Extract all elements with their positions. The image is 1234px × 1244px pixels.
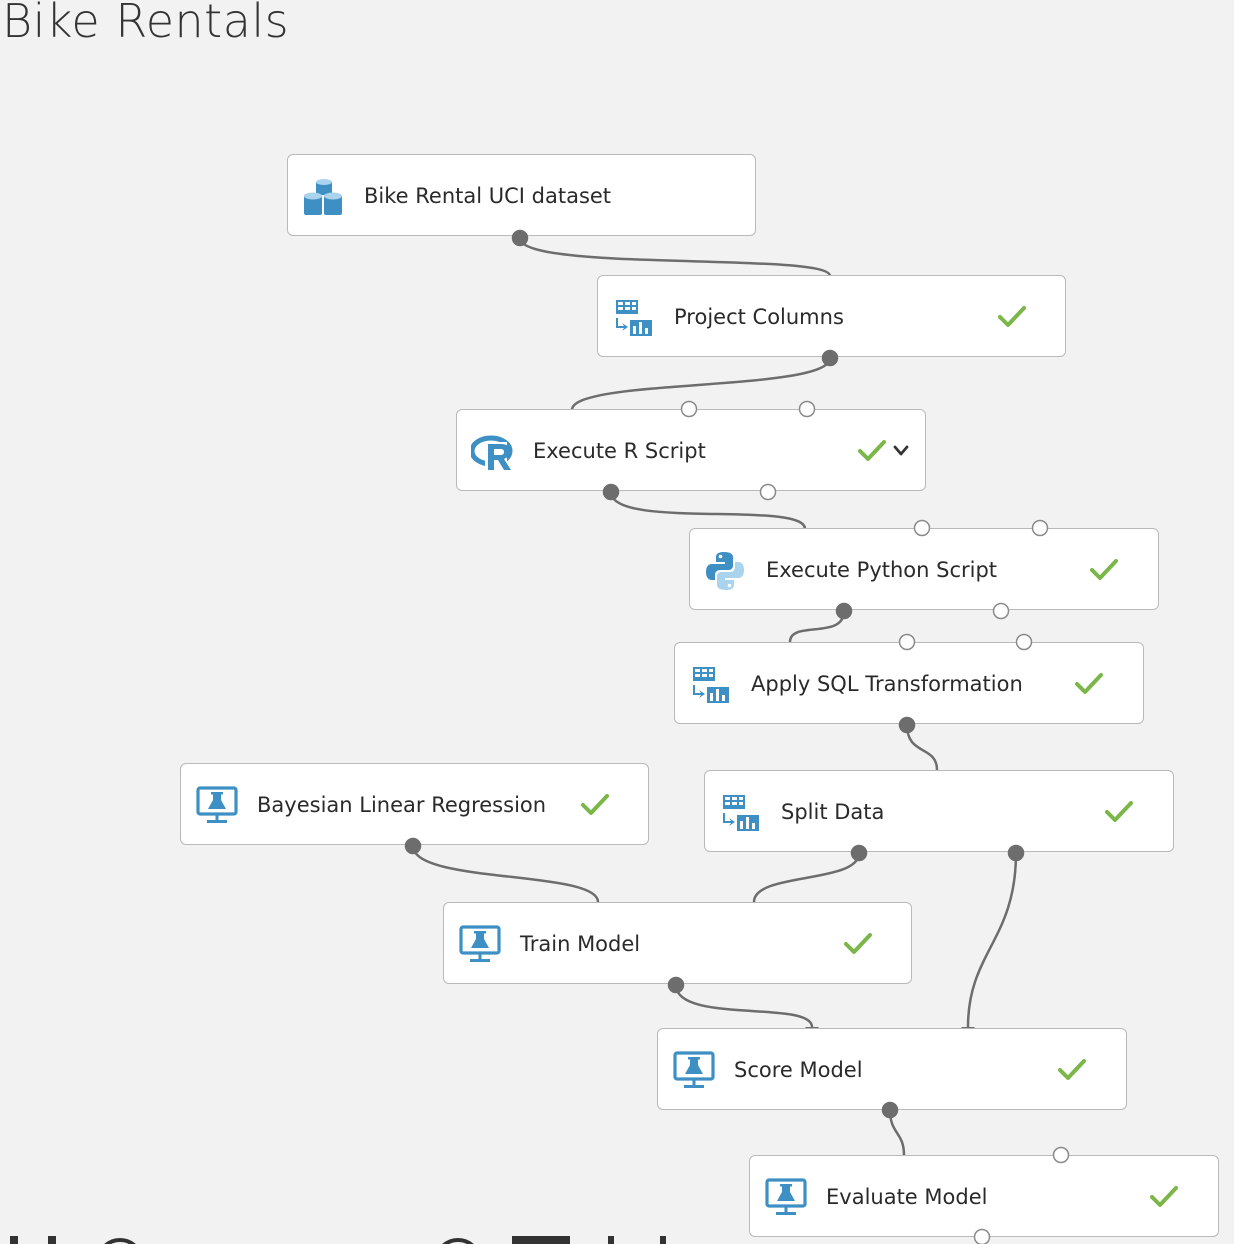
checkmark-icon (844, 933, 872, 954)
module-execute-r-script[interactable]: Execute R Script (456, 409, 926, 491)
chevron-down-icon[interactable] (892, 444, 910, 458)
data-transform-icon (616, 300, 652, 336)
module-bayesian-linear-regression[interactable]: Bayesian Linear Regression (180, 763, 649, 845)
connection-split-data-to-train-model[interactable] (752, 852, 861, 903)
module-train-model[interactable]: Train Model (443, 902, 912, 984)
module-label: Apply SQL Transformation (751, 672, 1023, 696)
module-label: Execute R Script (533, 439, 706, 463)
checkmark-icon (998, 306, 1026, 327)
connection-bayesian-to-train-model[interactable] (411, 845, 600, 903)
checkmark-icon (1075, 673, 1103, 694)
machine-learning-icon (459, 925, 501, 962)
connection-python-script-to-sql[interactable] (788, 610, 846, 643)
data-transform-icon (723, 795, 759, 831)
connection-project-columns-to-r-script[interactable] (570, 357, 832, 411)
checkmark-icon (1150, 1186, 1178, 1207)
machine-learning-icon (765, 1178, 807, 1215)
module-label: Train Model (520, 932, 641, 956)
machine-learning-icon (196, 786, 238, 823)
module-label: Score Model (734, 1058, 863, 1082)
bottom-toolbar-edge (10, 1236, 666, 1244)
module-label: Split Data (781, 800, 885, 824)
module-split-data[interactable]: Split Data (704, 770, 1174, 852)
connection-score-model-to-evaluate-model[interactable] (888, 1109, 906, 1156)
data-transform-icon (693, 667, 729, 703)
module-label: Bike Rental UCI dataset (364, 184, 612, 208)
checkmark-icon (581, 794, 609, 815)
r-language-icon (471, 435, 513, 470)
connection-r-script-to-python-script[interactable] (609, 491, 807, 530)
module-label: Bayesian Linear Regression (257, 793, 547, 817)
module-score-model[interactable]: Score Model (657, 1028, 1127, 1110)
module-label: Project Columns (674, 305, 844, 329)
python-icon (706, 552, 744, 590)
module-evaluate-model[interactable]: Evaluate Model (749, 1155, 1219, 1237)
page-title: Bike Rentals (2, 0, 290, 48)
module-execute-python-script[interactable]: Execute Python Script (689, 528, 1159, 610)
checkmark-icon (1058, 1059, 1086, 1080)
connection-sql-to-split-data[interactable] (905, 724, 939, 771)
dataset-icon (304, 179, 342, 215)
module-label: Evaluate Model (826, 1185, 988, 1209)
module-bike-rental-uci-dataset[interactable]: Bike Rental UCI dataset (287, 154, 756, 236)
connection-train-model-to-score-model[interactable] (674, 984, 814, 1028)
connection-split-data-to-score-model[interactable] (966, 852, 1018, 1028)
module-label: Execute Python Script (766, 558, 998, 582)
module-project-columns[interactable]: Project Columns (597, 275, 1066, 357)
checkmark-icon (858, 440, 886, 461)
checkmark-icon (1105, 801, 1133, 822)
checkmark-icon (1090, 559, 1118, 580)
module-apply-sql-transformation[interactable]: Apply SQL Transformation (674, 642, 1144, 724)
machine-learning-icon (673, 1051, 715, 1088)
connection-dataset-to-project-columns[interactable] (518, 237, 832, 277)
